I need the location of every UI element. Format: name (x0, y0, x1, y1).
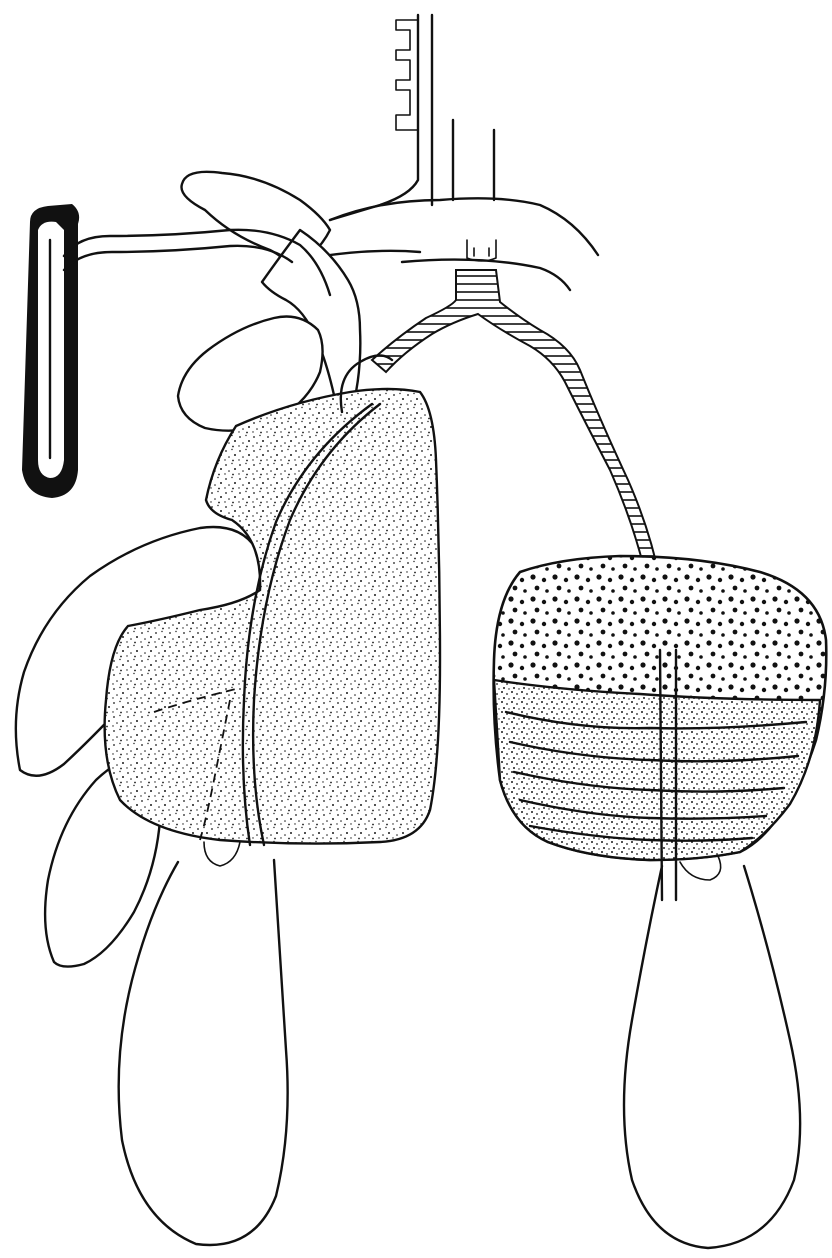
right-lung-sectioned (494, 556, 827, 900)
pleural-sac-left (119, 860, 288, 1245)
upper-vessels (310, 15, 598, 290)
heart-lobes (178, 172, 360, 431)
pleural-sac-right (624, 866, 800, 1248)
left-lung-stippled (105, 389, 440, 866)
